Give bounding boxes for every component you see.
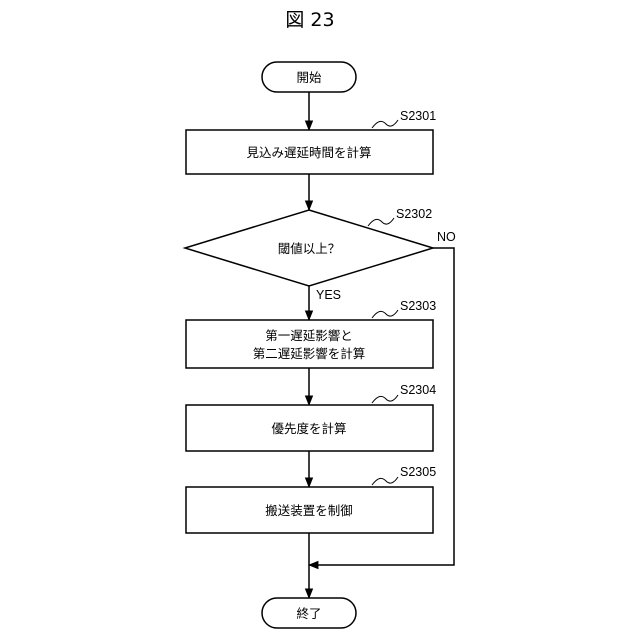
s2301-label: 見込み遅延時間を計算 (246, 145, 371, 160)
s2303-label-line1: 第一遅延影響と (265, 328, 353, 343)
no-branch-label: NO (437, 230, 456, 244)
figure-title: 図 23 (285, 9, 334, 31)
s2303-step-id: S2303 (400, 299, 436, 313)
s2304-step-id: S2304 (400, 383, 436, 397)
s2305-label: 搬送装置を制御 (265, 503, 353, 518)
s2302-label: 閾値以上？ (278, 241, 341, 256)
s2303-leader-line (372, 310, 398, 318)
s2303-label-line2: 第二遅延影響を計算 (253, 346, 366, 361)
s2305-step-id: S2305 (400, 465, 436, 479)
yes-branch-label: YES (316, 288, 341, 302)
s2301-step-id: S2301 (400, 109, 436, 123)
s2304-leader-line (372, 395, 398, 403)
start-label: 開始 (296, 70, 322, 85)
s2302-leader-line (368, 218, 394, 226)
s2301-leader-line (372, 120, 398, 128)
end-label: 終了 (296, 606, 321, 621)
s2302-step-id: S2302 (396, 207, 432, 221)
s2305-leader-line (372, 477, 398, 485)
s2304-label: 優先度を計算 (271, 421, 346, 436)
